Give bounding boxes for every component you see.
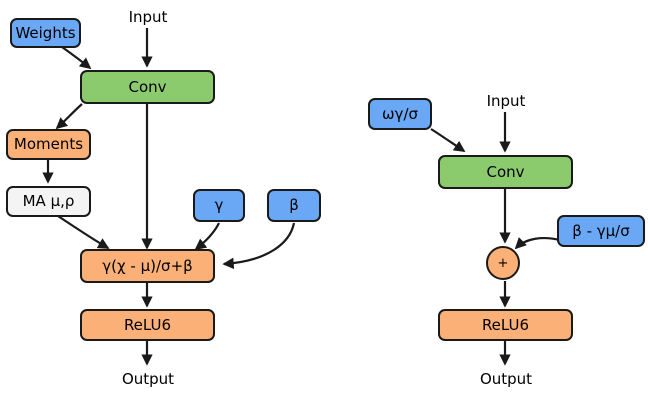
node-relu6-right-label: ReLU6 [481, 315, 530, 334]
node-add[interactable]: + [486, 246, 520, 280]
node-moments-label: Moments [13, 135, 84, 153]
left-input-label: Input [128, 7, 168, 26]
node-add-label: + [497, 255, 509, 271]
edge-bias-to-add [514, 237, 561, 250]
right-output-label: Output [479, 369, 533, 388]
node-scaled-weights-label: ωγ/σ [382, 104, 418, 123]
node-conv-left[interactable]: Conv [80, 70, 215, 104]
edge-beta-to-batchnorm [222, 222, 296, 270]
node-gamma[interactable]: γ [193, 189, 245, 222]
node-relu6-left-label: ReLU6 [123, 315, 172, 334]
node-weights-label: Weights [15, 23, 76, 42]
right-input-label: Input [486, 91, 526, 110]
node-moments[interactable]: Moments [6, 129, 91, 160]
node-folded-bias-label: β - γμ/σ [572, 221, 630, 240]
edge-ma-to-batchnorm [57, 215, 110, 249]
node-scaled-weights[interactable]: ωγ/σ [368, 98, 432, 130]
node-conv-left-label: Conv [128, 77, 167, 96]
left-output-label: Output [121, 369, 175, 388]
node-beta-label: β [289, 196, 299, 214]
node-weights[interactable]: Weights [10, 18, 81, 48]
node-conv-right[interactable]: Conv [438, 155, 573, 189]
node-moving-average-label: MA μ,ρ [22, 192, 75, 210]
node-batchnorm-formula[interactable]: γ(χ - μ)/σ+β [80, 249, 215, 283]
edge-gamma-to-batchnorm [194, 222, 220, 251]
node-batchnorm-formula-label: γ(χ - μ)/σ+β [102, 256, 193, 275]
node-relu6-left[interactable]: ReLU6 [80, 309, 215, 341]
node-conv-right-label: Conv [486, 162, 525, 181]
node-beta[interactable]: β [267, 189, 321, 222]
node-gamma-label: γ [214, 196, 224, 214]
node-relu6-right[interactable]: ReLU6 [438, 309, 573, 341]
edge-conv-to-moments [55, 103, 83, 130]
edge-scaledweights-to-conv [430, 128, 466, 152]
node-folded-bias[interactable]: β - γμ/σ [557, 215, 645, 247]
edge-weights-to-conv [61, 46, 92, 70]
node-moving-average[interactable]: MA μ,ρ [6, 186, 91, 217]
